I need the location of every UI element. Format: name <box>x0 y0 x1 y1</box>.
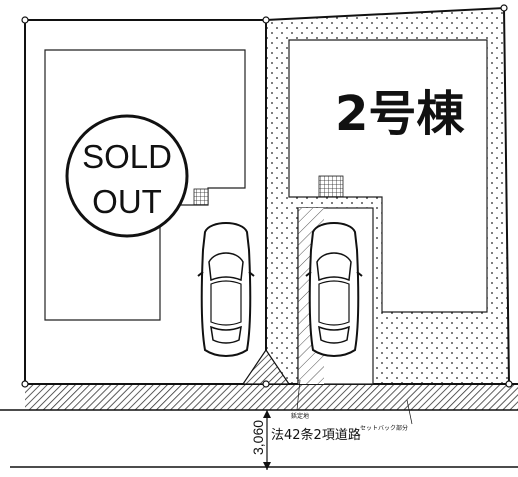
road-width-dimension: 3,060 <box>250 420 266 455</box>
corner-marker <box>262 16 270 24</box>
sold-out-stamp <box>65 114 189 238</box>
corner-marker <box>21 380 29 388</box>
setback-label: セットバック部分 <box>360 424 408 432</box>
setback-band <box>25 384 518 410</box>
right-house-footprint <box>288 39 488 313</box>
boundary-marker-label: 鋲定地 <box>291 412 309 420</box>
corner-marker <box>262 380 270 388</box>
corner-marker <box>500 4 508 12</box>
car-left <box>197 222 255 357</box>
road-type-label: 法42条2項道路 <box>271 427 361 443</box>
corner-marker <box>21 16 29 24</box>
corner-marker <box>505 380 513 388</box>
car-right <box>305 222 363 357</box>
sold-out-line2: OUT <box>92 183 162 220</box>
left-grid-marker <box>193 188 209 206</box>
right-grid-marker <box>318 175 344 198</box>
sold-out-line1: SOLD <box>82 138 172 175</box>
building-label: 2号棟 <box>335 86 465 142</box>
